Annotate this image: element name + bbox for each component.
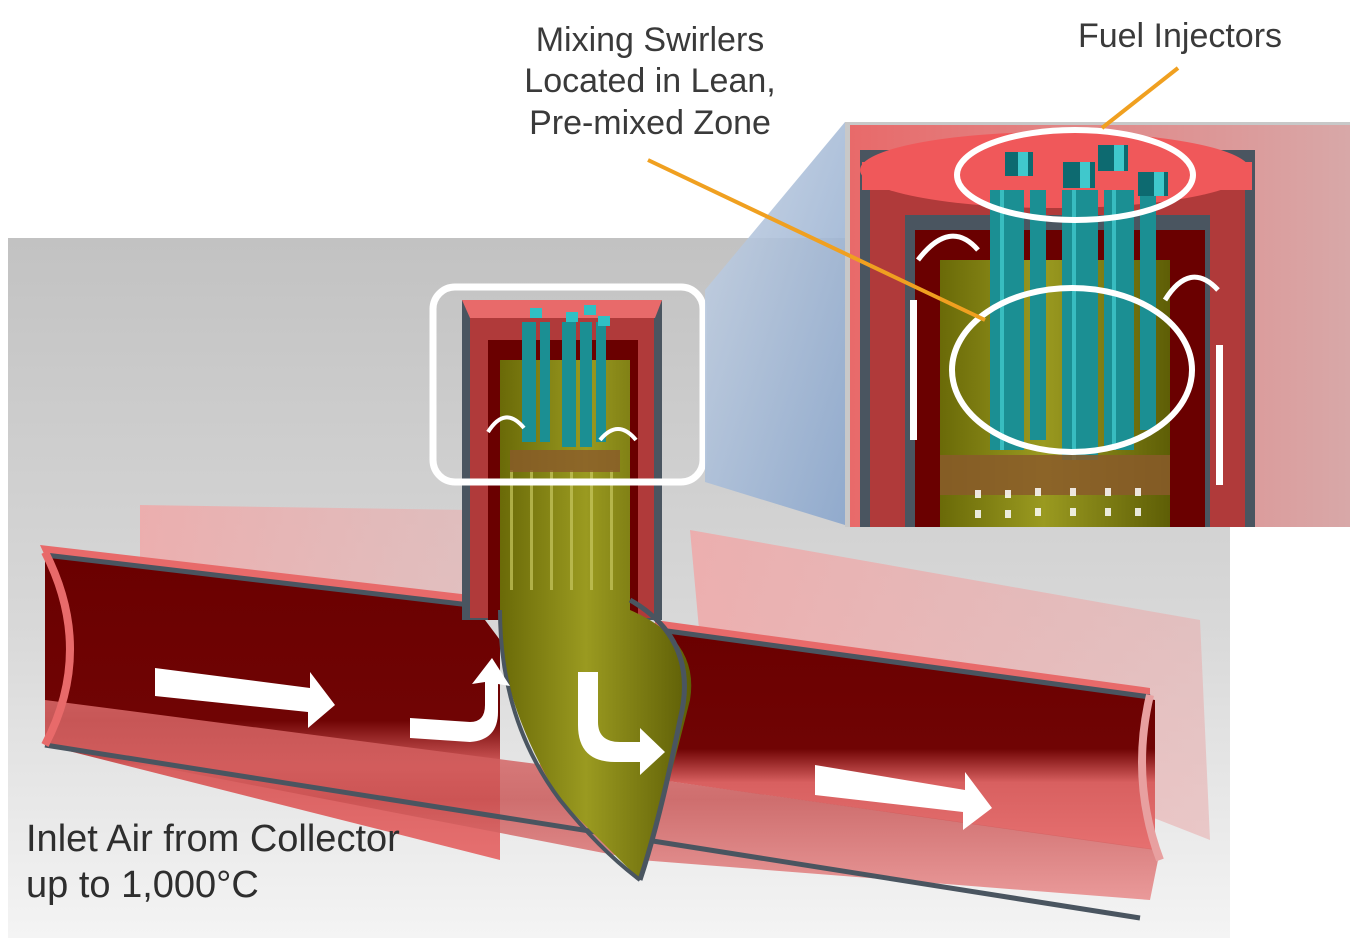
mixing-swirlers-label-line-2: Located in Lean, bbox=[524, 62, 776, 101]
flow-arrow-outlet bbox=[815, 765, 992, 830]
fuel-injectors-label-line-1: Fuel Injectors bbox=[1077, 17, 1283, 55]
mixing-swirlers-label: Mixing Swirlers Located in Lean, Pre-mix… bbox=[495, 20, 805, 144]
fuel-injectors-highlight-ellipse bbox=[954, 127, 1196, 223]
detail-inset bbox=[845, 122, 1350, 527]
flow-arrow-up bbox=[410, 658, 510, 742]
duct-top-rim-left bbox=[40, 545, 470, 604]
liner-edge-left bbox=[498, 609, 642, 882]
mixing-swirlers-callout-line bbox=[647, 158, 986, 322]
duct-edge-right bbox=[659, 627, 1151, 700]
inset-projection-wedge bbox=[705, 122, 845, 525]
duct-left-curve bbox=[41, 550, 74, 747]
fuel-injectors-callout-line bbox=[1100, 66, 1180, 130]
flow-arrows bbox=[155, 658, 992, 830]
swirler-debris-small bbox=[510, 450, 620, 472]
duct-edge-left bbox=[44, 552, 471, 608]
inlet-air-label-line-1: Inlet Air from Collector bbox=[26, 818, 400, 860]
fuel-injector-caps-inset bbox=[1005, 145, 1168, 196]
swirl-arrow-small-left bbox=[486, 415, 526, 434]
flow-bar-inset-right bbox=[1216, 345, 1223, 485]
mixing-swirlers-label-line-1: Mixing Swirlers bbox=[535, 21, 765, 59]
inlet-air-label-line-2: up to 1,000°C bbox=[26, 864, 259, 907]
swirl-arrow-inset-right bbox=[1162, 274, 1220, 302]
fuel-injectors-label: Fuel Injectors bbox=[1055, 16, 1305, 57]
injector-caps-small bbox=[530, 305, 610, 326]
flow-arrow-down bbox=[578, 672, 665, 775]
fuel-injectors-small bbox=[522, 322, 606, 447]
liner-holes bbox=[510, 470, 613, 590]
mixing-swirlers-label-line-3: Pre-mixed Zone bbox=[529, 103, 771, 142]
swirl-arrow-inset-left bbox=[916, 233, 980, 262]
riser-top-rim bbox=[462, 300, 662, 318]
duct-right-curve bbox=[1138, 694, 1164, 862]
swirl-arrow-small-right bbox=[598, 427, 638, 442]
flow-bar-inset-left bbox=[910, 300, 917, 440]
detail-highlight-box bbox=[429, 283, 707, 486]
flow-arrow-inlet bbox=[155, 668, 335, 728]
liner-edge bbox=[628, 597, 687, 881]
mixing-swirlers-highlight-ellipse bbox=[949, 285, 1195, 455]
inlet-air-label: Inlet Air from Collector up to 1,000°C bbox=[26, 816, 400, 909]
